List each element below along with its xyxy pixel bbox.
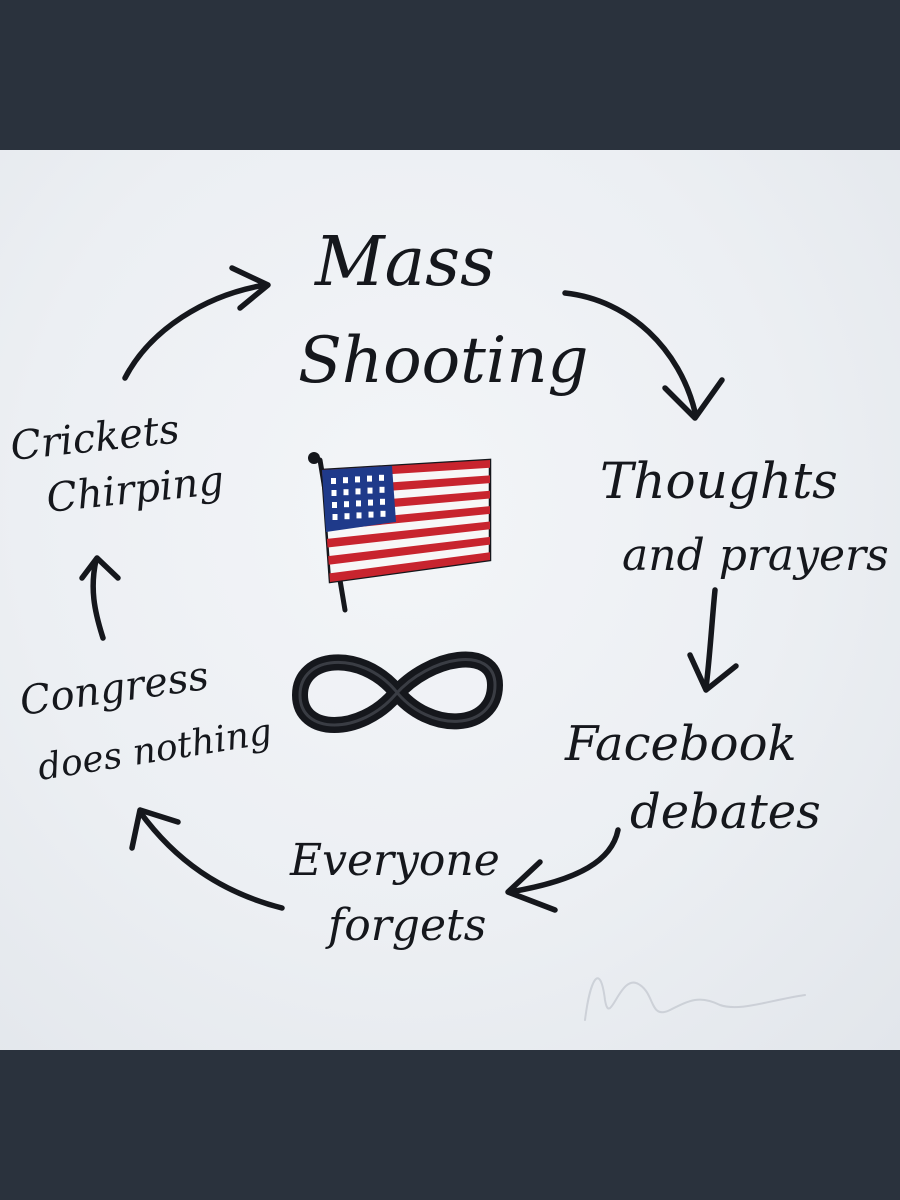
flag-star <box>368 511 374 518</box>
flag-star <box>355 476 360 483</box>
flag-star <box>367 475 372 482</box>
flag-star <box>379 486 385 493</box>
arrow-shaft <box>507 827 621 895</box>
arrow-everyone-to-congress <box>129 807 285 911</box>
step-label-line: Crickets <box>8 406 181 469</box>
arrow-shaft <box>122 282 268 381</box>
step-label-line: Thoughts <box>600 452 838 510</box>
step-thoughts-and-prayers: Thoughts and prayers <box>600 452 889 581</box>
step-mass-shooting: Mass Shooting <box>298 223 589 398</box>
flag-star <box>332 514 338 520</box>
arrow-shaft <box>90 557 106 641</box>
flag-star <box>344 501 349 508</box>
flag-star <box>380 498 385 505</box>
arrow-head <box>505 859 558 913</box>
us-flag-icon <box>308 452 492 613</box>
flag-star <box>356 512 362 519</box>
flag-star <box>331 490 337 496</box>
arrow-mass-to-thoughts <box>562 290 725 421</box>
signature-stroke <box>584 977 806 1021</box>
step-label-line: Mass <box>313 223 495 302</box>
step-label-line: Facebook <box>564 716 797 772</box>
step-crickets-chirping: Crickets Chirping <box>8 406 226 521</box>
arrow-crickets-to-mass <box>122 265 271 381</box>
flag-stripe <box>326 521 490 548</box>
arrow-facebook-to-everyone <box>505 827 621 913</box>
artist-signature <box>584 977 806 1021</box>
arrow-head <box>687 652 739 693</box>
flag-star <box>332 502 337 508</box>
step-label-line: Congress <box>17 653 211 725</box>
step-everyone-forgets: Everyone forgets <box>289 835 500 951</box>
arrow-head <box>229 265 271 311</box>
arrow-thoughts-to-facebook <box>687 587 739 693</box>
arrow-shaft <box>703 587 718 691</box>
flag-star <box>356 500 361 507</box>
arrow-head <box>662 377 725 421</box>
step-congress-does-nothing: Congress does nothing <box>17 653 275 789</box>
step-facebook-debates: Facebook debates <box>564 716 821 840</box>
flag-star <box>343 477 348 484</box>
flag-star <box>368 499 373 506</box>
flag-star <box>344 513 350 520</box>
flag-star <box>343 489 349 496</box>
arrow-shaft <box>137 809 285 911</box>
flag-stripe <box>328 536 490 565</box>
flag-star <box>367 487 373 494</box>
arrow-head <box>129 807 181 851</box>
step-label-line: and prayers <box>622 530 889 581</box>
flag-canton <box>322 465 396 532</box>
cycle-diagram: Mass Shooting Thoughts and prayers Faceb… <box>8 223 889 1021</box>
arrow-shaft <box>562 290 698 415</box>
step-label-line: Shooting <box>298 324 589 398</box>
step-label-line: forgets <box>325 900 486 951</box>
infinity-icon <box>292 651 503 733</box>
flag-star <box>380 510 386 517</box>
step-label-line: Chirping <box>44 458 226 522</box>
whiteboard: Mass Shooting Thoughts and prayers Faceb… <box>0 150 900 1050</box>
flag-star <box>331 478 336 484</box>
flag-body <box>320 458 492 584</box>
arrow-head <box>79 555 121 581</box>
flag-stripe <box>329 552 490 582</box>
step-label-line: Everyone <box>289 835 500 886</box>
infinity-highlight <box>298 658 497 727</box>
flag-star <box>355 488 361 495</box>
flag-finial <box>308 452 320 464</box>
arrow-congress-to-crickets <box>79 555 121 641</box>
flag-star <box>379 474 384 481</box>
step-label-line: does nothing <box>35 711 275 788</box>
step-label-line: debates <box>630 784 821 840</box>
